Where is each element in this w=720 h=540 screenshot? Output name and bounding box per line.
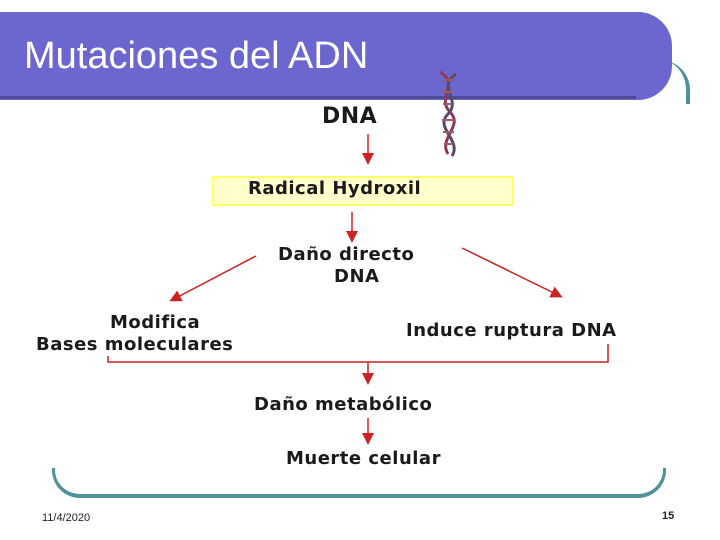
node-dna: DNA (322, 104, 378, 129)
merge-bracket (107, 344, 609, 363)
node-induce-ruptura: Induce ruptura DNA (406, 320, 617, 341)
node-radical-hydroxil: Radical Hydroxil (248, 178, 422, 199)
frame-right-curve (650, 60, 690, 104)
node-dano-directo-line1: Daño directo (278, 244, 415, 265)
title-bar (0, 12, 672, 100)
node-dano-metabolico: Daño metabólico (254, 394, 433, 415)
slide-date: 11/4/2020 (42, 512, 91, 524)
title-underline (0, 96, 636, 99)
slide-page-number: 15 (662, 510, 675, 522)
node-modifica-line1: Modifica (110, 312, 201, 333)
arrow-dano-modifica (169, 255, 257, 302)
radical-hydroxil-box (212, 176, 514, 206)
node-modifica-line2: Bases moleculares (36, 334, 234, 355)
dna-helix-icon (439, 70, 457, 157)
node-dano-directo-line2: DNA (334, 266, 380, 287)
node-muerte-celular: Muerte celular (286, 448, 441, 469)
arrow-dano-induce (461, 247, 563, 298)
page-title: Mutaciones del ADN (24, 35, 369, 77)
